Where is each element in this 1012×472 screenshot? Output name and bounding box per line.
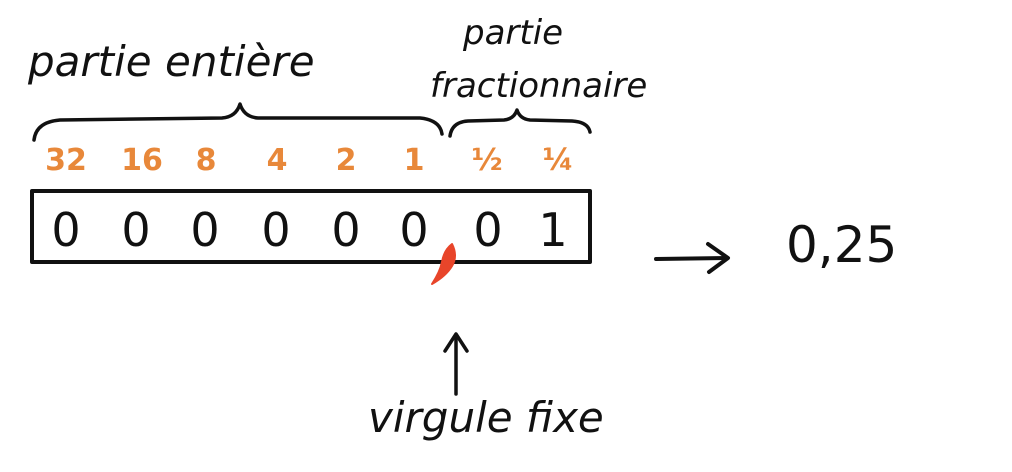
bits-row: 0 0 0 0 0 0 0 1: [51, 203, 567, 257]
weights-row: 32 16 8 4 2 1 ½ ¼: [45, 143, 573, 178]
result-value: 0,25: [786, 216, 897, 274]
integer-part-brace: [32, 102, 444, 142]
fraction-part-label-line1: partie: [462, 13, 563, 53]
fixed-point-comma-mark: [431, 243, 456, 285]
weight-label: 2: [336, 143, 357, 178]
weight-label: 16: [121, 143, 163, 178]
bit-value: 0: [399, 203, 428, 257]
bit-value: 0: [473, 203, 502, 257]
fixed-point-label: virgule fixe: [368, 393, 604, 442]
bit-value: 0: [331, 203, 360, 257]
weight-label: 32: [45, 143, 87, 178]
bit-value: 0: [51, 203, 80, 257]
weight-label: ½: [471, 143, 502, 178]
result-arrow-icon: [654, 242, 730, 274]
weight-label: ¼: [542, 143, 573, 178]
fraction-part-brace: [448, 108, 592, 138]
bit-value: 0: [190, 203, 219, 257]
fixed-point-arrow-icon: [443, 332, 469, 396]
fraction-part-label-line2: fractionnaire: [430, 66, 647, 106]
integer-part-label: partie entière: [27, 37, 315, 86]
bit-register-box: [30, 189, 592, 264]
bit-value: 0: [121, 203, 150, 257]
weight-label: 4: [267, 143, 288, 178]
weight-label: 1: [404, 143, 425, 178]
bit-value: 1: [538, 203, 567, 257]
bit-value: 0: [261, 203, 290, 257]
weight-label: 8: [196, 143, 217, 178]
